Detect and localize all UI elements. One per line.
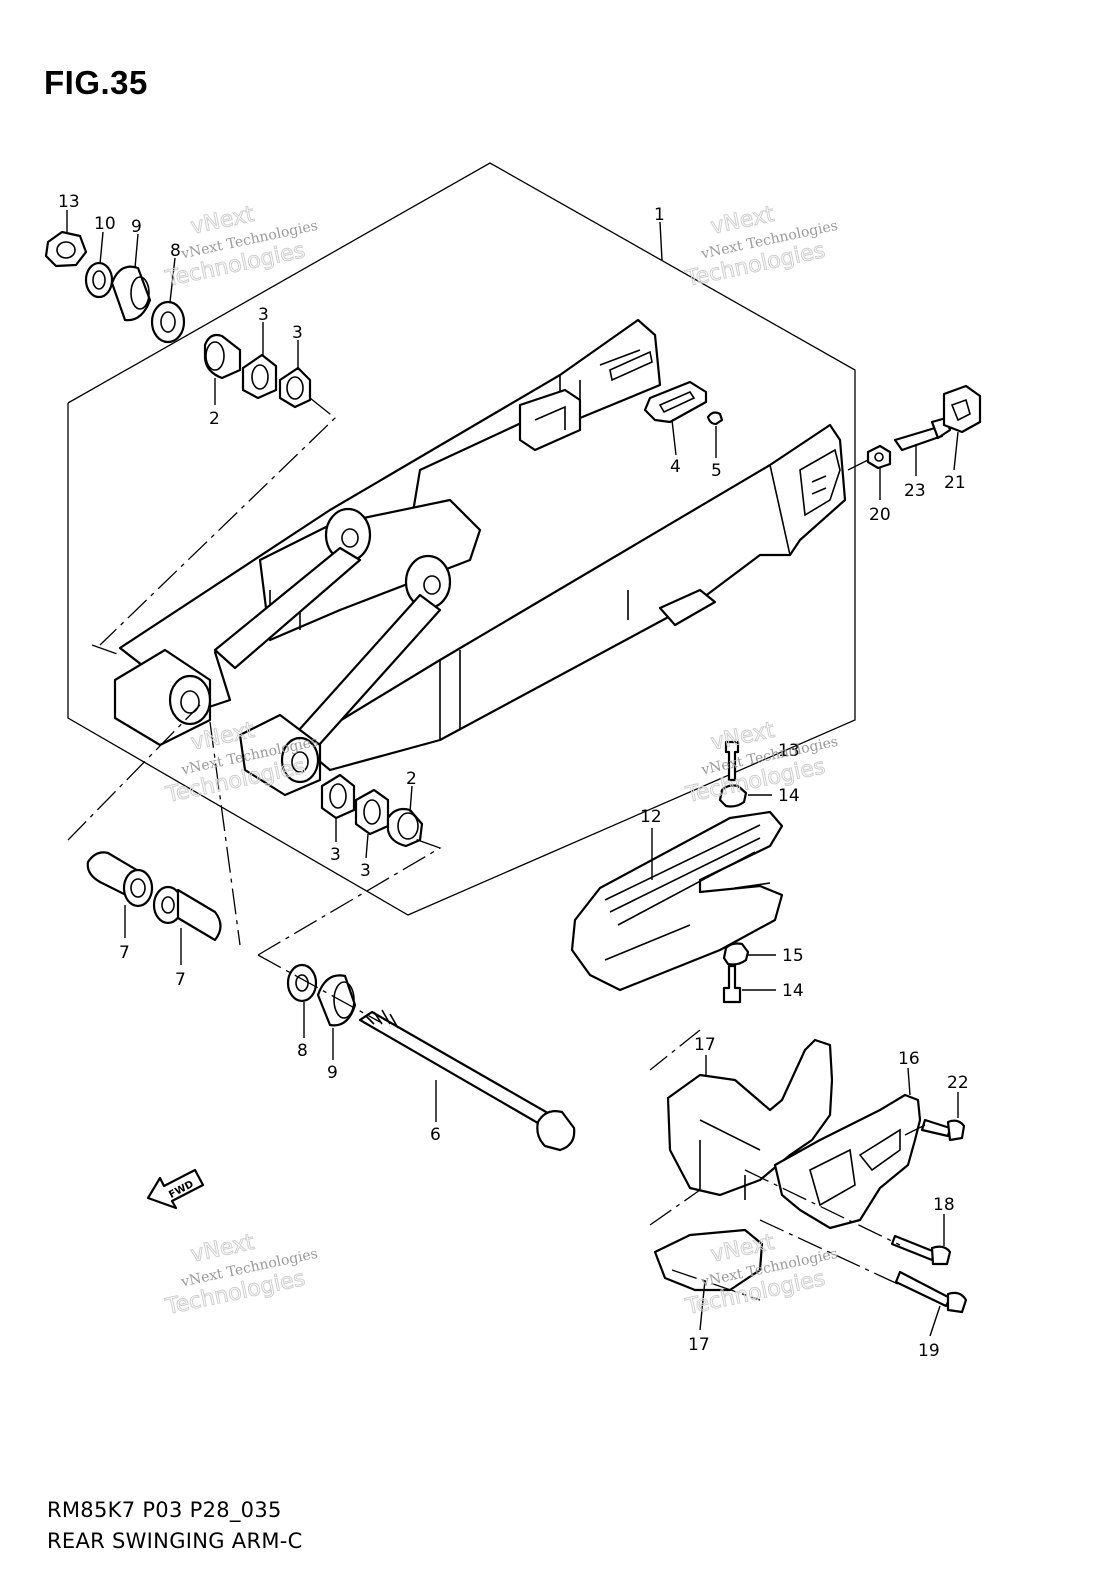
nut-part-11 — [44, 230, 88, 268]
callout-14-a: 14 — [778, 786, 800, 806]
swing-arm-part-1 — [113, 318, 847, 797]
callout-9: 9 — [131, 217, 142, 237]
callout-7-a: 7 — [119, 943, 130, 963]
callout-3-a: 3 — [258, 305, 269, 325]
bolt-part-19 — [894, 1270, 968, 1314]
pivot-bolt-part-6 — [358, 1009, 576, 1152]
chain-adjuster-part-21 — [942, 384, 982, 434]
nut-part-14-lower — [722, 942, 750, 966]
screw-part-5 — [706, 411, 724, 426]
callout-8: 8 — [170, 241, 181, 261]
washer-part-10 — [84, 261, 114, 299]
callout-23: 23 — [904, 481, 926, 501]
bushing-part-2-lower — [386, 807, 424, 848]
sprocket-guard-part-15 — [773, 1093, 922, 1230]
bolt-part-13-lower — [722, 964, 742, 1004]
callout-18: 18 — [933, 1195, 955, 1215]
callout-1: 1 — [654, 205, 665, 225]
chain-guide-part-12 — [570, 810, 784, 992]
callout-12: 12 — [640, 807, 662, 827]
assembly-frame — [67, 162, 856, 916]
callout-9-b: 9 — [327, 1063, 338, 1083]
bearing-part-3-upper-a — [241, 353, 278, 400]
callout-15: 16 — [898, 1049, 920, 1069]
collar-part-7-a — [86, 851, 154, 908]
bolt-part-18 — [890, 1234, 952, 1266]
figure-title: FIG.35 — [44, 64, 148, 101]
callout-2-a: 2 — [209, 409, 220, 429]
callout-13-b: 14 — [782, 981, 804, 1001]
callout-14-b: 15 — [782, 946, 804, 966]
washer-part-8-lower — [286, 963, 318, 1003]
callout-3-c: 3 — [330, 845, 341, 865]
guard-part-17 — [653, 1228, 764, 1292]
callout-6: 6 — [430, 1125, 441, 1145]
collar-part-7-b — [152, 885, 222, 942]
bearing-part-3-upper-b — [278, 366, 312, 409]
callout-20: 22 — [947, 1073, 969, 1093]
callout-19: 19 — [918, 1341, 940, 1361]
callout-2-b: 2 — [406, 769, 417, 789]
forward-arrow-icon: FWD — [146, 1168, 205, 1210]
callout-22: 20 — [869, 505, 891, 525]
construction-lines — [67, 397, 926, 1301]
nut-part-14-upper — [718, 784, 748, 808]
callout-5: 5 — [711, 461, 722, 481]
callout-3-b: 3 — [292, 323, 303, 343]
callout-3-d: 3 — [360, 861, 371, 881]
callout-7-b: 7 — [175, 970, 186, 990]
leader-lines — [66, 210, 959, 1337]
bolt-part-20 — [920, 1118, 966, 1142]
callout-8-b: 8 — [297, 1041, 308, 1061]
bearing-part-3-lower-a — [320, 773, 356, 820]
callout-labels: 13 10 9 8 3 3 2 1 4 5 20 23 21 2 3 3 7 7… — [58, 192, 969, 1361]
callout-16: 17 — [694, 1035, 716, 1055]
callout-10: 10 — [94, 214, 116, 234]
adjuster-nut-part-22 — [866, 444, 892, 470]
callout-17: 17 — [688, 1335, 710, 1355]
callout-11: 13 — [58, 192, 80, 212]
bracket-part-16 — [666, 1038, 834, 1200]
bushing-part-2-upper — [203, 333, 242, 380]
bearing-part-3-lower-b — [354, 788, 390, 836]
callout-21: 21 — [944, 473, 966, 493]
diagram-code: RM85K7 P03 P28_035 — [47, 1498, 282, 1522]
callout-13-a: 13 — [778, 741, 800, 761]
collar-part-9 — [110, 265, 152, 322]
bolt-part-13-upper — [724, 740, 740, 782]
adjuster-bolt-part-23 — [893, 416, 952, 452]
diagram-name: REAR SWINGING ARM-C — [47, 1529, 303, 1553]
washer-part-8 — [150, 300, 186, 344]
callout-4: 4 — [670, 457, 681, 477]
plate-part-4 — [643, 380, 708, 424]
collar-part-9-lower — [316, 974, 357, 1027]
